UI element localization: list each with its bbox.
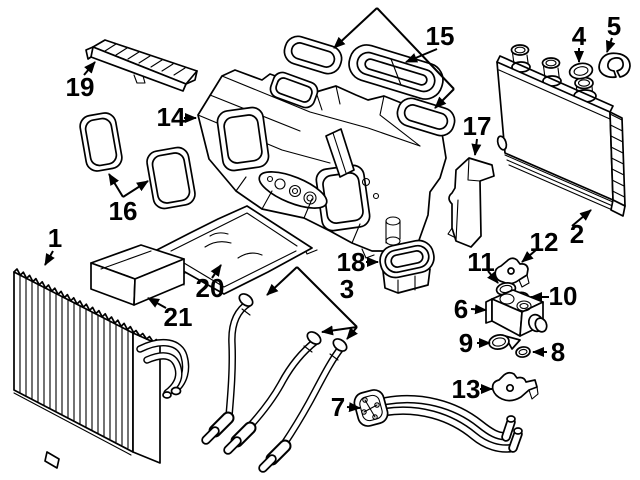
callout-label-8: 8 [551, 337, 565, 367]
leader-lines [44, 7, 616, 413]
callout-label-13: 13 [452, 374, 481, 404]
part-14-hvac-housing [197, 69, 447, 259]
part-17-bracket [447, 157, 495, 248]
callout-label-19: 19 [66, 72, 95, 102]
part-12-bracket [494, 257, 530, 288]
callout-label-7: 7 [331, 392, 345, 422]
callout-label-15: 15 [426, 21, 455, 51]
callout-labels: 1 2 3 4 5 6 7 8 9 10 11 12 13 14 15 16 1… [48, 11, 621, 422]
callout-label-3: 3 [340, 274, 354, 304]
callout-label-6: 6 [454, 294, 468, 324]
part-16-duct-seals [79, 112, 196, 210]
part-21-filter-box [90, 244, 185, 306]
callout-label-17: 17 [463, 111, 492, 141]
part-7-refrigerant-pipe [353, 389, 523, 453]
callout-label-2: 2 [570, 219, 584, 249]
callout-label-11: 11 [467, 247, 495, 277]
part-6-expansion-valve [485, 289, 548, 350]
callout-label-21: 21 [164, 302, 193, 332]
callout-label-9: 9 [459, 328, 473, 358]
part-18-air-duct [379, 239, 435, 294]
part-4-o-ring [568, 62, 594, 80]
part-2-heater-core [496, 44, 626, 217]
callout-label-1: 1 [48, 223, 62, 253]
part-13-bracket [491, 371, 539, 402]
callout-label-14: 14 [157, 102, 186, 132]
callout-label-10: 10 [549, 281, 578, 311]
callout-label-5: 5 [607, 11, 621, 41]
part-20-housing-cover [150, 205, 313, 295]
callout-label-4: 4 [572, 21, 587, 51]
part-1-evaporator-core [13, 268, 190, 469]
part-8-o-ring [515, 346, 531, 358]
part-5-retaining-clip [598, 52, 631, 79]
callout-label-18: 18 [337, 247, 366, 277]
callout-label-16: 16 [109, 196, 138, 226]
part-3-heater-hoses [201, 293, 348, 473]
part-9-o-ring [488, 334, 510, 350]
part-19-cabin-filter [85, 39, 198, 92]
callout-label-20: 20 [196, 273, 225, 303]
callout-label-12: 12 [530, 227, 559, 257]
